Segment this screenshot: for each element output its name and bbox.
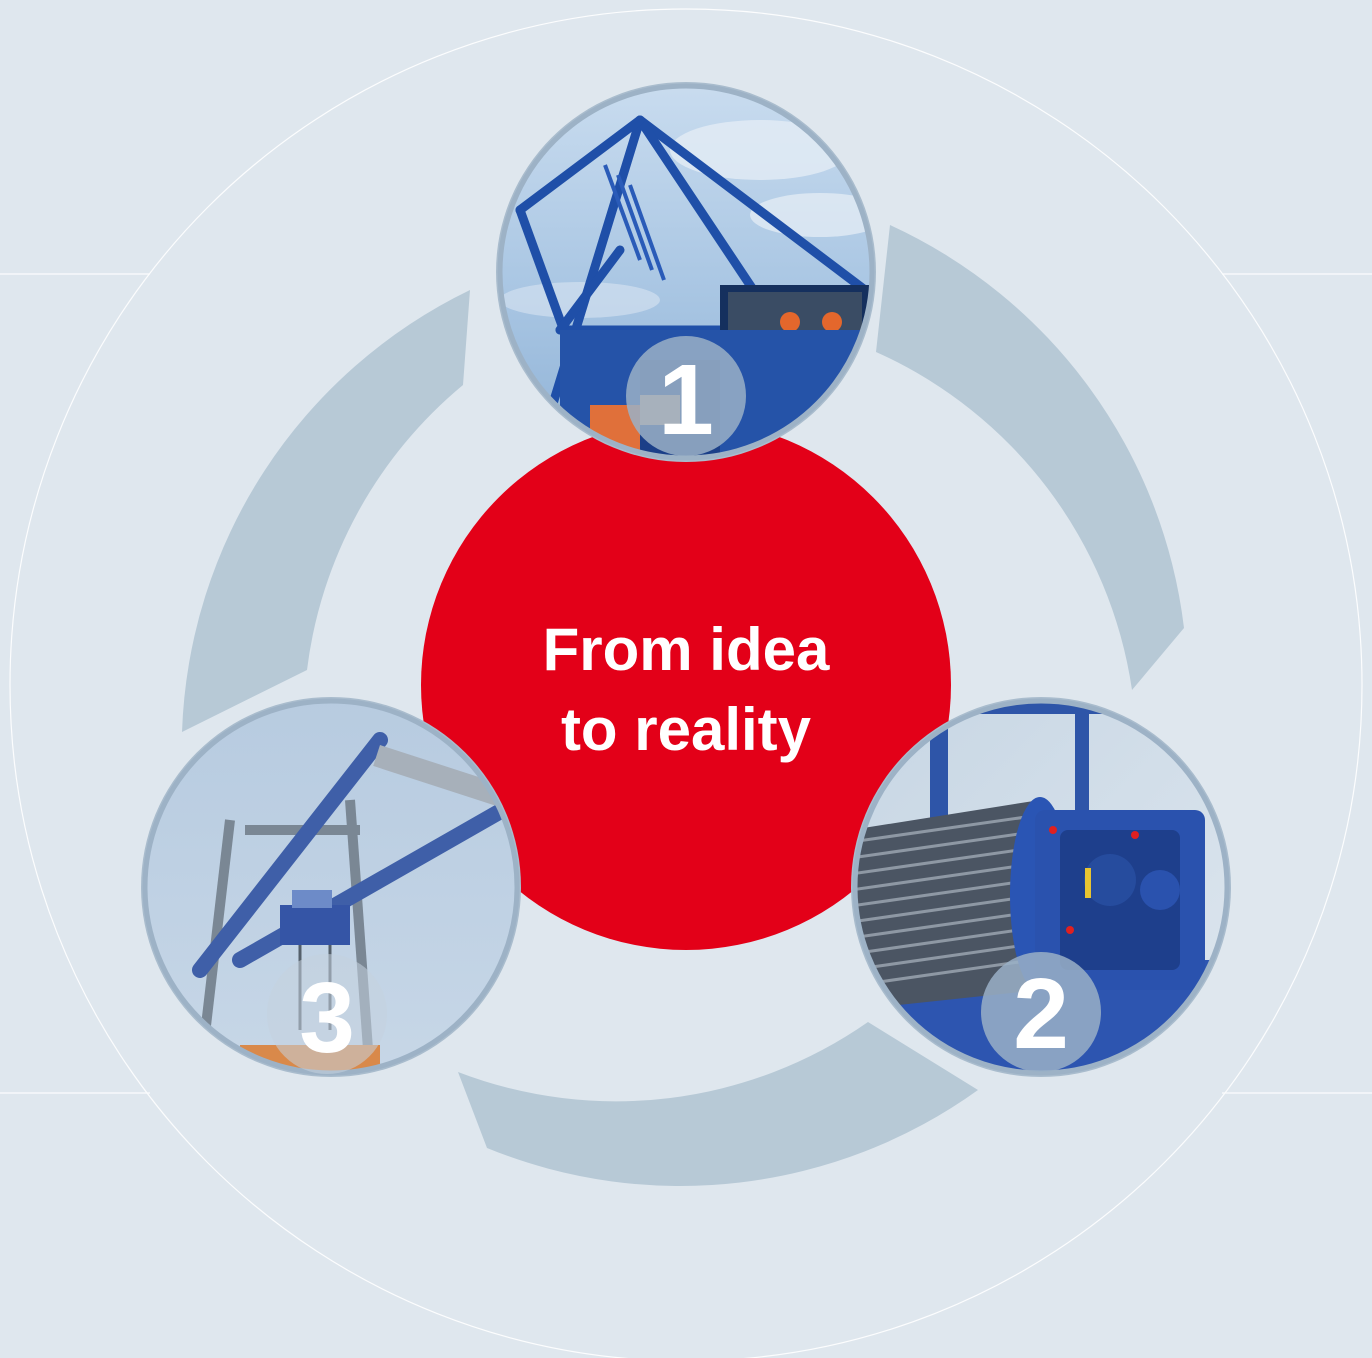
step-2-photo-circle: 2 xyxy=(851,697,1231,1077)
arrow-segment-1-to-2 xyxy=(876,225,1184,690)
step-3-photo-circle: 3 xyxy=(141,697,521,1077)
step-3-number-disc xyxy=(267,954,387,1074)
center-title-line2: to reality xyxy=(561,696,812,763)
arrow-segment-3-to-1 xyxy=(182,290,470,732)
center-title-line1: From idea xyxy=(543,616,830,683)
step-1-number-disc xyxy=(626,336,746,456)
step-1-number: 1 xyxy=(658,344,714,456)
background-guides xyxy=(0,8,1372,1358)
step-3-number: 3 xyxy=(299,962,355,1074)
arrow-segment-2-to-3 xyxy=(458,1022,978,1186)
step-2-number-disc xyxy=(981,952,1101,1072)
step-2-number: 2 xyxy=(1013,958,1069,1070)
center-circle: From idea to reality xyxy=(421,420,951,950)
cycle-arrows xyxy=(182,225,1184,1186)
step-1-photo-circle: 1 xyxy=(496,82,876,462)
